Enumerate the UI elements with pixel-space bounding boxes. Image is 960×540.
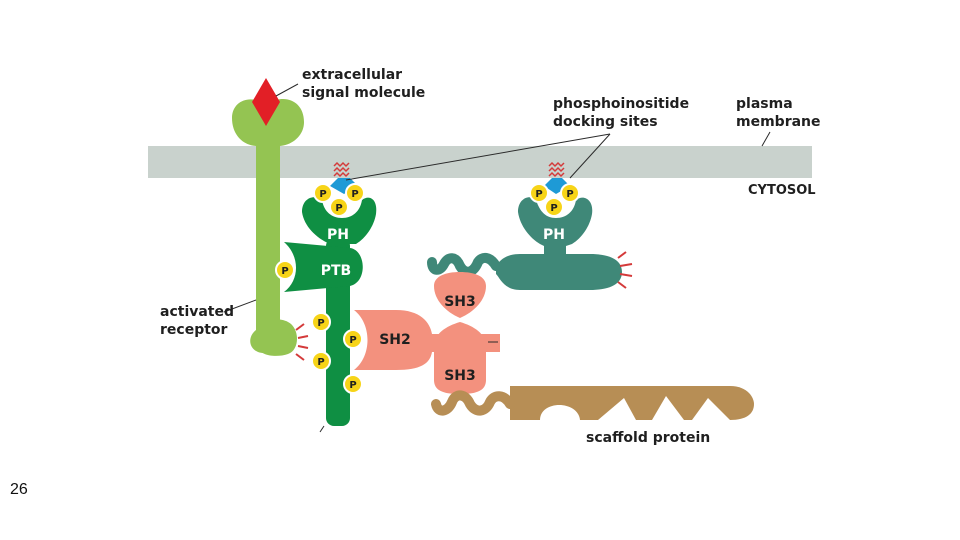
sh3-top-domain-label: SH3 [444,294,476,310]
cytosol-label: CYTOSOL [748,183,816,198]
plasma-membrane-label: plasma membrane [736,96,821,130]
plasma-membrane [148,146,812,178]
phosphate-group: P [345,183,365,203]
phosphate-group: P [313,183,333,203]
phosphate-group: P [560,183,580,203]
ph-domain-label-2: PH [543,227,565,243]
scaffold-protein-label: scaffold protein [586,430,710,446]
activation-spark-receptor [295,323,309,361]
ptb-domain-label: PTB [321,263,351,279]
sh2-domain-label: SH2 [379,332,411,348]
svg-text:P: P [535,189,542,200]
scaffold-protein [431,386,754,420]
adaptor-protein [284,197,377,426]
svg-text:P: P [351,189,358,200]
ph-protein [427,197,622,290]
sh-protein [354,272,500,394]
svg-text:P: P [317,318,324,329]
svg-text:P: P [550,203,557,214]
page-number: 26 [10,481,28,498]
phosphate-group: P [343,329,363,349]
activation-spark-ph [617,251,633,289]
sh3-bottom-domain-label: SH3 [444,368,476,384]
signal-molecule [252,78,280,126]
phosphate-group: P [343,374,363,394]
phosphate-group: P [275,260,295,280]
docking-sites-label: phosphoinositide docking sites [553,96,694,130]
activated-receptor [232,98,304,356]
lipid-tails [333,161,565,178]
phosphate-group: P [311,312,331,332]
leader-lines [223,83,771,433]
svg-text:P: P [319,189,326,200]
docking-site-right [544,178,570,194]
phosphate-group: P [544,197,564,217]
svg-text:P: P [349,380,356,391]
svg-text:P: P [566,189,573,200]
signal-molecule-label: extracellular signal molecule [302,67,425,101]
activated-receptor-label: activated receptor [160,304,239,338]
svg-text:P: P [317,357,324,368]
phosphate-group: P [529,183,549,203]
svg-text:P: P [335,203,342,214]
phosphate-group: P [311,351,331,371]
svg-text:P: P [281,266,288,277]
svg-text:P: P [349,335,356,346]
ph-domain-label: PH [327,227,349,243]
phosphate-group: P [329,197,349,217]
